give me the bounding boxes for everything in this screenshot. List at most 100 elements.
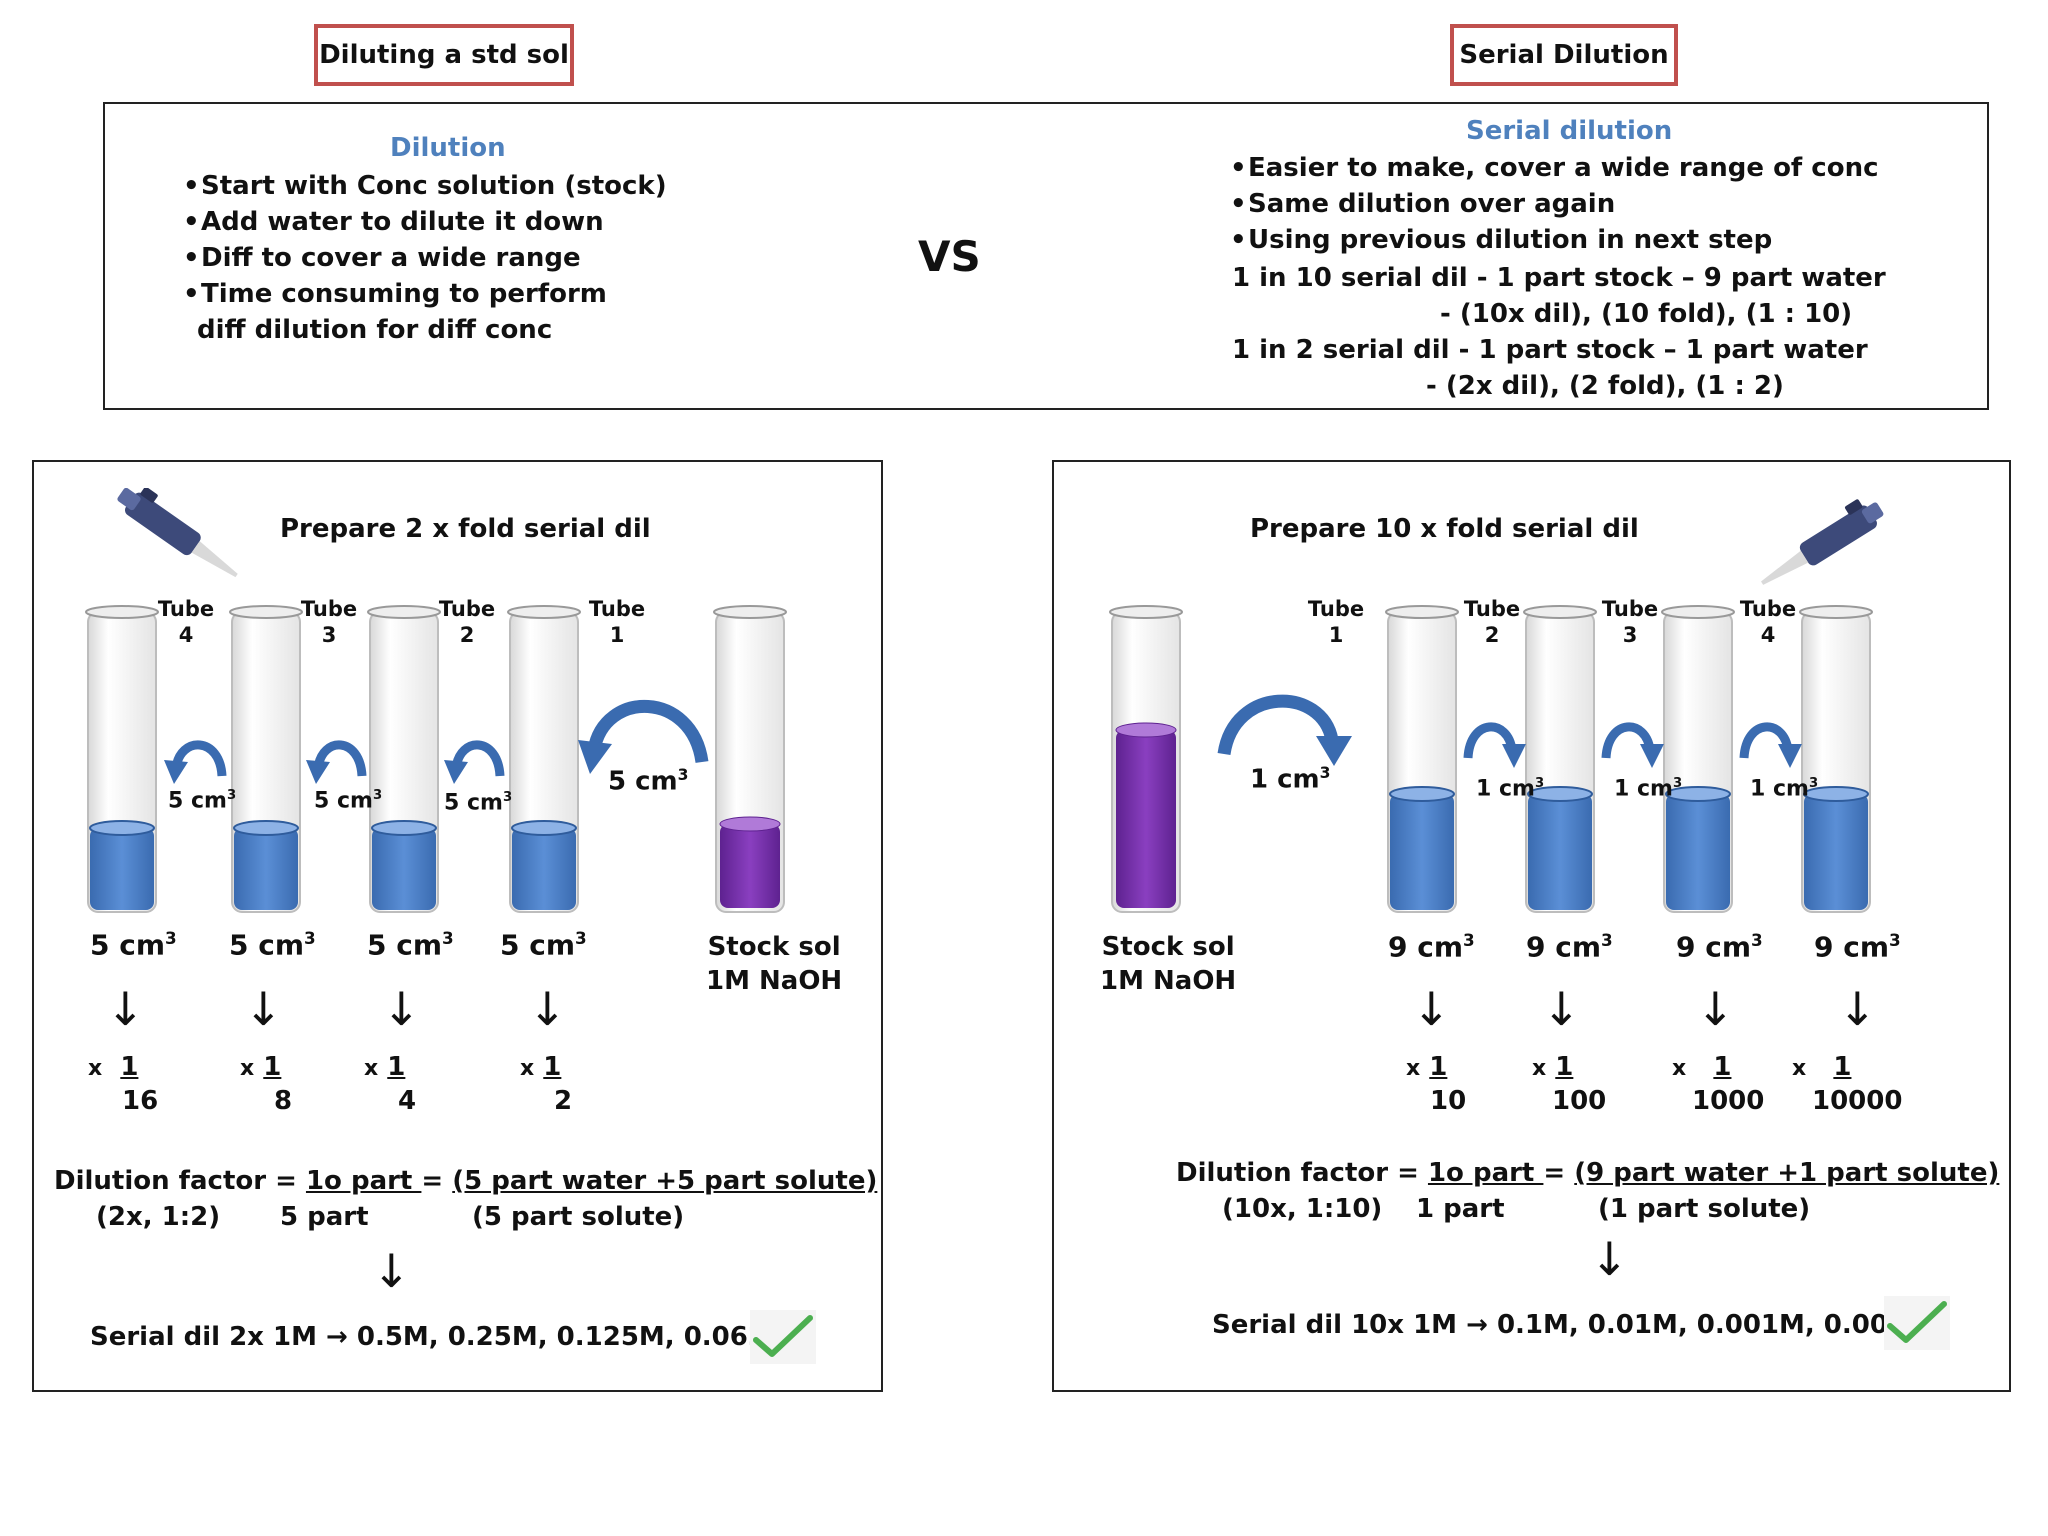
tube-volume: 5 cm3 [500,928,587,962]
down-arrow-icon: ↓ [106,982,145,1036]
down-arrow-icon: ↓ [1542,982,1581,1036]
dilution-bullet: •Time consuming to perform [183,279,607,309]
dilution-factor-sub: (10x, 1:10) [1222,1194,1383,1224]
dilution-fraction: x 1 2 [520,1052,573,1116]
down-arrow-icon: ↓ [1838,982,1877,1036]
tube-3 [1661,605,1735,913]
tube-1 [507,605,581,913]
dilution-factor-den1: 5 part [280,1202,369,1232]
down-arrow-icon: ↓ [382,982,421,1036]
serial-bullet: •Using previous dilution in next step [1230,225,1773,255]
header-diluting-label: Diluting a std sol [319,40,569,70]
pipette-icon [117,488,238,578]
transfer-volume: 1 cm3 [1614,776,1683,802]
dilution-fraction: x 1 1000 [1672,1052,1765,1116]
transfer-arrow-big-icon [1217,694,1339,756]
tube-volume: 5 cm3 [90,928,177,962]
dilution-fraction: x 1 16 [88,1052,159,1116]
down-arrow-icon: ↓ [1590,1232,1629,1286]
transfer-arrow-icon [313,740,367,777]
dilution-factor-sub: (2x, 1:2) [96,1202,221,1232]
transfer-arrow-icon [1463,722,1517,759]
dilution-bullet-continued: diff dilution for diff conc [197,315,553,345]
stock-tube [713,605,787,913]
transfer-arrow-big-icon [587,699,709,764]
tube-volume: 9 cm3 [1814,930,1901,964]
header-serial-label: Serial Dilution [1459,40,1669,70]
tube-1 [1385,605,1459,913]
left-panel-title: Prepare 2 x fold serial dil [280,514,651,544]
tube-4 [1799,605,1873,913]
stock-tube [1109,605,1183,913]
dilution-factor-den2: (1 part solute) [1598,1194,1811,1224]
transfer-volume: 5 cm3 [444,790,513,816]
dilution-fraction: x 1 100 [1532,1052,1607,1116]
left-panel [32,460,883,1392]
dilution-bullet: •Add water to dilute it down [183,207,604,237]
tube-volume: 5 cm3 [229,928,316,962]
pipette-icon [1761,499,1884,585]
transfer-arrow-icon [1739,722,1793,759]
dilution-factor-den2: (5 part solute) [472,1202,685,1232]
serial-line-3: 1 in 2 serial dil - 1 part stock – 1 par… [1232,335,1868,365]
down-arrow-icon: ↓ [528,982,567,1036]
dilution-bullet: •Start with Conc solution (stock) [183,171,667,201]
dilution-fraction: x 1 10000 [1792,1052,1903,1116]
right-panel-title: Prepare 10 x fold serial dil [1250,514,1639,544]
serial-line-1: 1 in 10 serial dil - 1 part stock – 9 pa… [1232,263,1886,293]
vs-label: VS [918,232,981,281]
serial-bullets: •Easier to make, cover a wide range of c… [1230,150,1879,258]
down-arrow-icon: ↓ [1412,982,1451,1036]
serial-dilution-title: Serial dilution [1466,116,1673,146]
left-tubes-graphic [85,605,787,913]
tube-volume: 9 cm3 [1526,930,1613,964]
serial-line-4: - (2x dil), (2 fold), (1 : 2) [1426,371,1784,401]
tube-volume: 5 cm3 [367,928,454,962]
serial-bullet: •Same dilution over again [1230,189,1616,219]
transfer-volume: 1 cm3 [1750,776,1819,802]
transfer-volume: 5 cm3 [314,788,383,814]
tube-3 [229,605,303,913]
dilution-fraction: x 1 8 [240,1052,293,1116]
transfer-arrow-icon [171,740,227,777]
tube-volume: 9 cm3 [1388,930,1475,964]
dilution-factor-formula: Dilution factor = 1o part = (9 part wate… [1176,1158,2000,1188]
dilution-factor-den1: 1 part [1416,1194,1505,1224]
dilution-fraction: x 1 10 [1406,1052,1467,1116]
serial-result: Serial dil 2x 1M → 0.5M, 0.25M, 0.125M, … [90,1322,810,1352]
tube-2 [1523,605,1597,913]
dilution-title: Dilution [390,133,506,163]
header-diluting-box: Diluting a std sol [314,24,574,86]
dilution-fraction: x 1 4 [364,1052,417,1116]
header-serial-box: Serial Dilution [1450,24,1678,86]
serial-result: Serial dil 10x 1M → 0.1M, 0.01M, 0.001M,… [1212,1310,1951,1340]
transfer-volume-big: 5 cm3 [608,766,689,797]
arrow-head [164,760,188,784]
right-panel [1052,460,2011,1392]
tube-2 [367,605,441,913]
tube-volume: 9 cm3 [1676,930,1763,964]
checkmark-icon [750,1310,816,1364]
dilution-factor-formula: Dilution factor = 1o part = (5 part wate… [54,1166,878,1196]
tube-4 [85,605,159,913]
right-tubes-graphic [1109,605,1873,913]
dilution-bullets: •Start with Conc solution (stock) •Add w… [183,168,667,312]
transfer-arrow-icon [1601,722,1655,759]
dilution-bullet: •Diff to cover a wide range [183,243,581,273]
down-arrow-icon: ↓ [244,982,283,1036]
transfer-arrow-icon [451,740,505,777]
transfer-volume: 1 cm3 [1476,776,1545,802]
checkmark-icon [1884,1296,1950,1350]
transfer-volume: 5 cm3 [168,788,237,814]
serial-bullet: •Easier to make, cover a wide range of c… [1230,153,1879,183]
